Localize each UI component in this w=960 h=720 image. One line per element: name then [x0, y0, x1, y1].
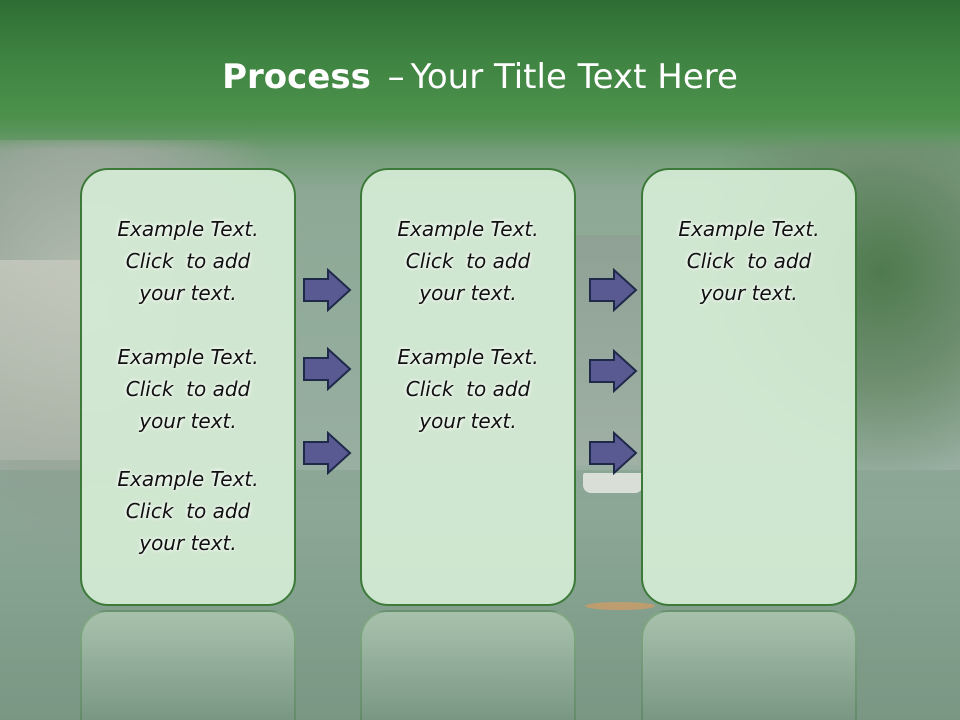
right-arrow-icon — [588, 431, 638, 475]
background-house — [0, 260, 80, 460]
right-arrow-icon — [302, 268, 352, 312]
text-line: your text. — [419, 409, 517, 433]
text-line: your text. — [700, 281, 798, 305]
text-placeholder[interactable]: Example Text. Click to add your text. — [82, 213, 294, 309]
text-line: Example Text. — [678, 217, 820, 241]
text-placeholder[interactable]: Example Text. Click to add your text. — [82, 463, 294, 559]
box-reflection-3 — [641, 610, 857, 720]
text-line: your text. — [139, 409, 237, 433]
text-line: Click to add — [125, 499, 251, 523]
process-box-1[interactable]: Example Text. Click to add your text. Ex… — [80, 168, 296, 606]
right-arrow-icon — [302, 431, 352, 475]
background-church — [570, 235, 640, 465]
process-box-3[interactable]: Example Text. Click to add your text. — [641, 168, 857, 606]
text-line: Example Text. — [397, 217, 539, 241]
text-placeholder[interactable]: Example Text. Click to add your text. — [362, 213, 574, 309]
text-line: Click to add — [686, 249, 812, 273]
text-line: Click to add — [405, 377, 531, 401]
text-line: your text. — [139, 531, 237, 555]
text-placeholder[interactable]: Example Text. Click to add your text. — [643, 213, 855, 309]
text-line: Example Text. — [117, 217, 259, 241]
right-arrow-icon — [302, 347, 352, 391]
box-reflection-1 — [80, 610, 296, 720]
box-reflection-2 — [360, 610, 576, 720]
process-box-2[interactable]: Example Text. Click to add your text. Ex… — [360, 168, 576, 606]
text-line: your text. — [139, 281, 237, 305]
title-bar — [0, 0, 960, 150]
title-bold-part: Process — [222, 57, 371, 97]
title-text: Your Title Text Here — [410, 57, 738, 97]
title-separator: – — [387, 57, 405, 97]
text-line: Example Text. — [117, 345, 259, 369]
text-line: Click to add — [405, 249, 531, 273]
text-line: Click to add — [125, 249, 251, 273]
slide-title[interactable]: Process –Your Title Text Here — [0, 55, 960, 99]
text-line: your text. — [419, 281, 517, 305]
text-placeholder[interactable]: Example Text. Click to add your text. — [362, 341, 574, 437]
text-line: Example Text. — [397, 345, 539, 369]
text-line: Click to add — [125, 377, 251, 401]
text-line: Example Text. — [117, 467, 259, 491]
background-boat — [583, 473, 643, 493]
right-arrow-icon — [588, 268, 638, 312]
text-placeholder[interactable]: Example Text. Click to add your text. — [82, 341, 294, 437]
background-canoe — [585, 602, 655, 610]
right-arrow-icon — [588, 349, 638, 393]
